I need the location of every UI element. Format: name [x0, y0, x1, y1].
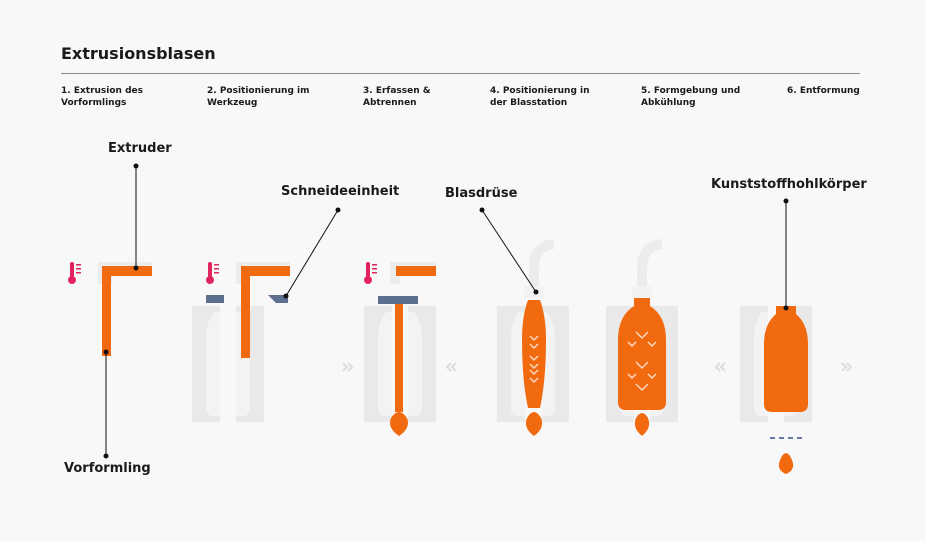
cutter-left	[206, 295, 224, 303]
stage-4-blow-station	[479, 207, 569, 436]
stage-2-positioning	[192, 207, 341, 422]
divider	[61, 73, 860, 74]
thermometer-icon	[364, 262, 377, 284]
page-title: Extrusionsblasen	[61, 44, 216, 63]
chevron-double-icon	[446, 362, 457, 372]
mold	[192, 306, 264, 422]
stage-5-forming	[606, 239, 678, 436]
chevron-double-icon	[715, 362, 726, 372]
bottle	[764, 306, 808, 412]
thermometer-icon	[206, 262, 219, 284]
label-schneideeinheit: Schneideeinheit	[281, 184, 400, 199]
chevron-double-icon	[342, 362, 353, 372]
cutter	[378, 296, 418, 304]
step-3: 3. Erfassen &Abtrennen	[363, 86, 431, 108]
stage-1-extrusion	[68, 163, 152, 459]
label-extruder: Extruder	[108, 141, 172, 156]
parison	[241, 266, 250, 358]
blow-nozzle	[632, 286, 652, 298]
label-hohlkoerper: Kunststoffhohlkörper	[711, 177, 867, 192]
stage-3-cutting	[364, 262, 436, 436]
label-vorformling: Vorformling	[64, 461, 151, 476]
stage-6-demolding	[740, 198, 812, 474]
thermometer-icon	[68, 262, 81, 284]
chevron-double-icon	[841, 362, 852, 372]
cutter-right	[268, 295, 288, 303]
step-6: 6. Entformung	[787, 86, 860, 96]
parison	[102, 266, 111, 356]
label-blasduese: Blasdrüse	[445, 186, 518, 201]
